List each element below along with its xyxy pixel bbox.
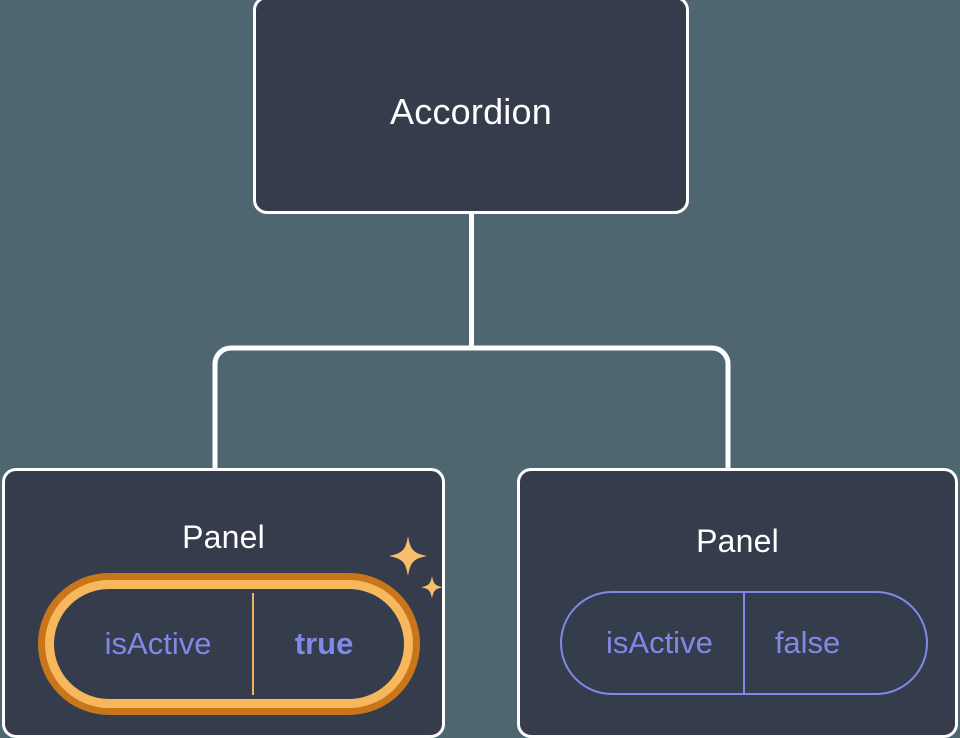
prop-value-true: true — [252, 593, 400, 695]
prop-value-false: false — [742, 593, 884, 693]
prop-key-isactive: isActive — [104, 626, 212, 661]
node-title-panel-inactive: Panel — [696, 523, 779, 559]
prop-key-isactive: isActive — [606, 625, 713, 660]
node-title-panel-active: Panel — [182, 519, 265, 555]
node-title-accordion: Accordion — [390, 91, 552, 132]
prop-pill-highlighted[interactable]: isActive true — [38, 573, 420, 715]
connector-branch-bar — [212, 345, 731, 470]
highlight-ring-outer — [38, 573, 420, 715]
highlight-ring-inner — [45, 580, 413, 708]
node-panel-inactive[interactable]: Panel isActive false — [517, 468, 958, 738]
prop-pill-plain[interactable]: isActive false — [560, 591, 928, 695]
node-accordion[interactable]: Accordion — [253, 0, 689, 214]
node-panel-active[interactable]: Panel isActive true — [2, 468, 445, 738]
prop-pill-content-active: isActive true — [58, 593, 400, 695]
